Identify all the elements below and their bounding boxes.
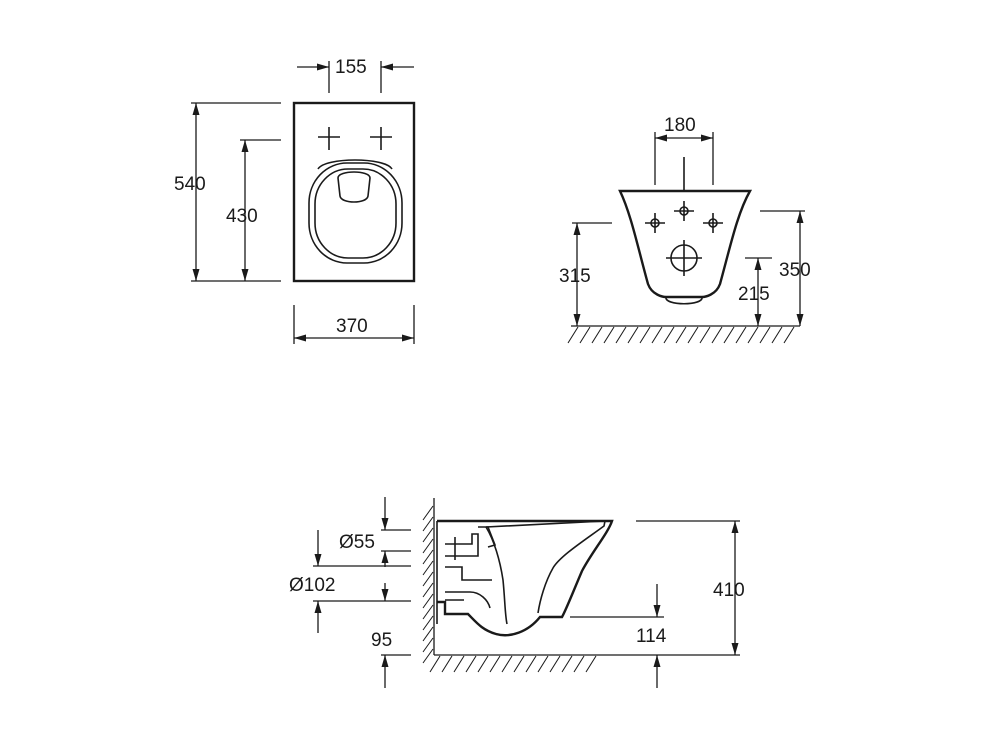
- hatch-stroke: [422, 516, 434, 532]
- dim-114-label: 114: [636, 626, 667, 647]
- hatch-stroke: [639, 326, 651, 344]
- front-floor: [567, 325, 800, 344]
- front-mount-right: [703, 213, 723, 233]
- dim-diameter-102: Ø102: [289, 530, 411, 633]
- hatch-stroke: [585, 655, 597, 673]
- side-toilet-body: [437, 519, 614, 637]
- hatch-stroke: [422, 527, 434, 543]
- hatch-stroke: [513, 655, 525, 673]
- front-view: 180 315 215 350: [559, 115, 811, 344]
- hatch-stroke: [422, 648, 434, 664]
- hatch-stroke: [422, 571, 434, 587]
- side-floor: [429, 654, 602, 673]
- side-wall: [422, 498, 435, 664]
- hatch-stroke: [422, 582, 434, 598]
- hatch-stroke: [759, 326, 771, 344]
- dim-350: 350: [760, 210, 811, 326]
- hatch-stroke: [711, 326, 723, 344]
- hatch-stroke: [603, 326, 615, 344]
- hatch-stroke: [422, 626, 434, 642]
- hatch-stroke: [429, 655, 441, 673]
- hatch-stroke: [699, 326, 711, 344]
- hatch-stroke: [422, 538, 434, 554]
- hatch-stroke: [465, 655, 477, 673]
- hatch-stroke: [723, 326, 735, 344]
- hatch-stroke: [573, 655, 585, 673]
- dim-370-label: 370: [336, 316, 368, 337]
- dim-430-label: 430: [226, 206, 258, 227]
- hatch-stroke: [735, 326, 747, 344]
- hatch-stroke: [422, 637, 434, 653]
- hatch-stroke: [422, 505, 434, 521]
- hatch-stroke: [567, 326, 579, 344]
- hatch-stroke: [525, 655, 537, 673]
- hatch-stroke: [747, 326, 759, 344]
- dim-155-label: 155: [335, 57, 367, 78]
- dim-410-label: 410: [713, 580, 745, 601]
- dim-114: 114: [570, 584, 667, 688]
- hatch-stroke: [501, 655, 513, 673]
- front-mount-left: [645, 213, 665, 233]
- hatch-stroke: [771, 326, 783, 344]
- dim-95: 95: [371, 583, 411, 688]
- dim-370: 370: [293, 305, 415, 344]
- dim-540: 540: [174, 102, 281, 282]
- front-mount-center: [674, 201, 694, 221]
- hatch-stroke: [675, 326, 687, 344]
- dim-315: 315: [559, 222, 612, 326]
- hatch-stroke: [537, 655, 549, 673]
- hatch-stroke: [422, 560, 434, 576]
- front-drain-hole: [666, 240, 702, 276]
- hatch-stroke: [663, 326, 675, 344]
- hatch-stroke: [422, 604, 434, 620]
- dim-diameter-55-label: Ø55: [339, 532, 375, 553]
- dim-180: 180: [654, 115, 714, 185]
- dim-diameter-102-label: Ø102: [289, 575, 335, 596]
- dim-diameter-55: Ø55: [339, 497, 411, 567]
- toilet-seat: [308, 159, 403, 264]
- hatch-stroke: [591, 326, 603, 344]
- hatch-stroke: [441, 655, 453, 673]
- hatch-stroke: [615, 326, 627, 344]
- dim-215-label: 215: [738, 284, 770, 305]
- mount-cross-right: [370, 127, 392, 150]
- hatch-stroke: [422, 615, 434, 631]
- hatch-stroke: [453, 655, 465, 673]
- hatch-stroke: [783, 326, 795, 344]
- dim-95-label: 95: [371, 630, 392, 651]
- hatch-stroke: [422, 549, 434, 565]
- dim-540-label: 540: [174, 174, 206, 195]
- dim-180-label: 180: [664, 115, 696, 136]
- dim-315-label: 315: [559, 266, 591, 287]
- mount-cross-left: [318, 127, 340, 150]
- dim-410: 410: [636, 520, 745, 656]
- side-internal-pipes: [445, 526, 497, 609]
- hatch-stroke: [549, 655, 561, 673]
- hatch-stroke: [651, 326, 663, 344]
- top-view-outline: [292, 101, 416, 283]
- hatch-stroke: [477, 655, 489, 673]
- front-outlet: [665, 296, 703, 305]
- hatch-stroke: [561, 655, 573, 673]
- dim-155: 155: [297, 57, 414, 93]
- side-view: Ø55 Ø102 95 114: [289, 497, 745, 688]
- hatch-stroke: [579, 326, 591, 344]
- hatch-stroke: [422, 593, 434, 609]
- dim-350-label: 350: [779, 260, 811, 281]
- hatch-stroke: [489, 655, 501, 673]
- dim-430: 430: [226, 139, 281, 281]
- hatch-stroke: [687, 326, 699, 344]
- dim-215: 215: [738, 257, 772, 326]
- hatch-stroke: [627, 326, 639, 344]
- top-view: 155 540 430 370: [174, 57, 416, 344]
